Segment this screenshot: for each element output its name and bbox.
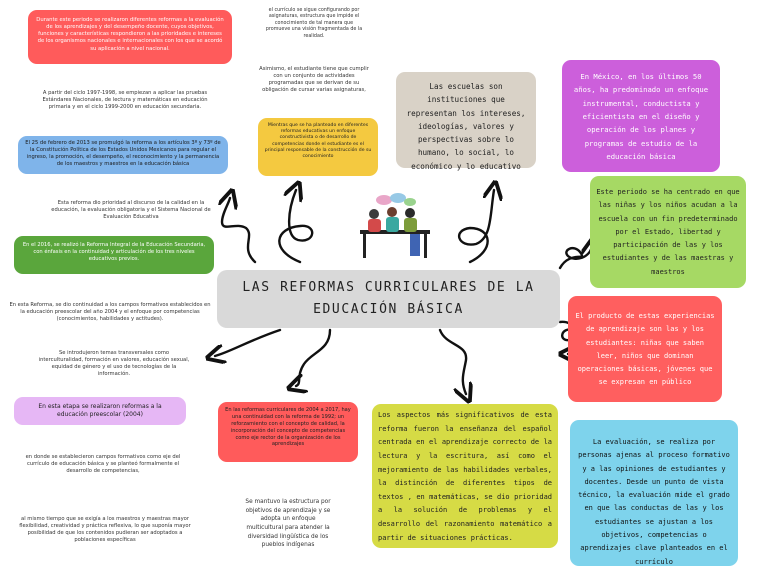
node-1997-pruebas: A partir del ciclo 1997-1998, se empieza… (30, 88, 220, 124)
node-reform-2013: El 25 de febrero de 2013 se promulgó la … (18, 136, 228, 174)
node-text: Los aspectos más significativos de esta … (378, 411, 552, 542)
node-text: En el 2016, se realizó la Reforma Integr… (22, 242, 206, 263)
arrow-bottom-mid (296, 328, 332, 386)
node-preescolar-2004: En esta etapa se realizaron reformas a l… (14, 397, 186, 425)
arrow-up-right (458, 190, 494, 264)
node-text: En México, en los últimos 50 años, ha pr… (573, 72, 709, 161)
node-text: En las reformas curriculares de 2004 a 2… (225, 407, 351, 448)
node-aspectos-significativos: Los aspectos más significativos de esta … (372, 404, 558, 548)
node-mexico-enfoque: En México, en los últimos 50 años, ha pr… (562, 60, 720, 172)
arrow-right (558, 246, 592, 270)
node-en-donde: en donde se establecieron campos formati… (20, 452, 186, 486)
central-title-box: LAS REFORMAS CURRICULARES DE LA EDUCACIÓ… (217, 270, 560, 328)
node-evaluacion-personas: La evaluación, se realiza por personas a… (570, 420, 738, 566)
node-text: Durante este periodo se realizaron difer… (36, 17, 224, 52)
node-text: Esta reforma dio prioridad al discurso d… (51, 200, 211, 221)
node-text: Se introdujeron temas transversales como… (38, 350, 190, 378)
node-text: al mismo tiempo que se exigía a los maes… (19, 516, 191, 544)
node-reform-2016: En el 2016, se realizó la Reforma Integr… (14, 236, 214, 274)
node-escuelas-instituciones: Las escuelas son instituciones que repre… (396, 72, 536, 171)
arrow-bottom-right (438, 328, 466, 394)
node-text: Este periodo se ha centrado en que las n… (596, 188, 740, 276)
node-text: en donde se establecieron campos formati… (25, 454, 181, 475)
node-text: Las escuelas son instituciones que repre… (406, 82, 526, 171)
node-se-mantuvo: Se mantuvo la estructura por objetivos d… (240, 496, 336, 566)
node-producto-experiencias: El producto de estas experiencias de apr… (568, 296, 722, 402)
node-asimismo-estudiante: Asimismo, el estudiante tiene que cumpli… (256, 64, 372, 102)
central-title: LAS REFORMAS CURRICULARES DE LA EDUCACIÓ… (242, 279, 535, 317)
node-esta-reforma: Esta reforma dio prioridad al discurso d… (48, 198, 214, 224)
node-curriculo-asignaturas: el currículo se sigue configurando por a… (262, 6, 366, 46)
node-temas-transversales: Se introdujeron temas transversales como… (36, 348, 192, 378)
node-campos-formativos: En esta Reforma, se dio continuidad a lo… (6, 300, 214, 328)
node-text: A partir del ciclo 1997-1998, se empieza… (42, 90, 208, 111)
node-text: La evaluación, se realiza por personas a… (578, 438, 730, 566)
arrow-left-up (222, 198, 257, 264)
node-text: el currículo se sigue configurando por a… (265, 8, 363, 39)
node-periodo-centrado: Este periodo se ha centrado en que las n… (590, 176, 746, 288)
node-text: Se mantuvo la estructura por objetivos d… (245, 499, 331, 549)
node-enfoque-constructivista: Mientras que se ha planteado en diferent… (258, 118, 378, 176)
arrow-bottom-left (215, 328, 282, 356)
node-text: En esta Reforma, se dio continuidad a lo… (9, 302, 211, 323)
node-text: Mientras que se ha planteado en diferent… (264, 123, 372, 159)
node-text: En esta etapa se realizaron reformas a l… (38, 403, 162, 419)
arrow-up-left (278, 190, 314, 264)
node-evaluation-reforms: Durante este periodo se realizaron difer… (28, 10, 232, 64)
node-text: El producto de estas experiencias de apr… (575, 312, 715, 387)
node-al-mismo-tiempo: al mismo tiempo que se exigía a los maes… (12, 514, 198, 550)
node-reformas-2004-2017: En las reformas curriculares de 2004 a 2… (218, 402, 358, 462)
node-text: Asimismo, el estudiante tiene que cumpli… (259, 66, 369, 94)
node-text: El 25 de febrero de 2013 se promulgó la … (25, 140, 221, 168)
meeting-illustration (360, 193, 430, 258)
